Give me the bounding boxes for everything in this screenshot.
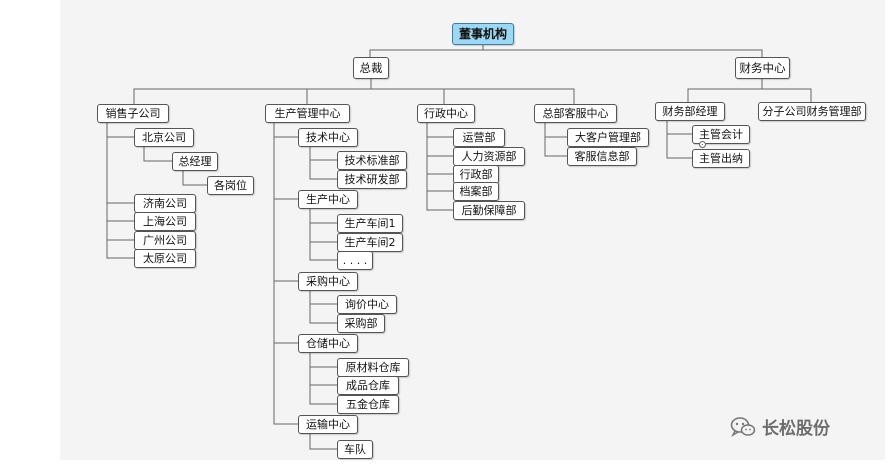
node-chief-accountant: 主管会计: [692, 125, 750, 144]
node-beijing-company: 北京公司: [134, 128, 194, 147]
node-production-management: 生产管理中心: [265, 104, 350, 123]
node-each-post: 各岗位: [207, 176, 254, 195]
node-purchase-dept: 采购部: [337, 314, 385, 333]
node-operations: 运营部: [453, 128, 505, 147]
watermark: 长松股份: [730, 414, 830, 439]
node-admin-dept: 行政部: [453, 165, 499, 184]
node-storage-center: 仓储中心: [298, 334, 358, 353]
node-human-resources: 人力资源部: [453, 147, 525, 166]
node-jinan-company: 济南公司: [134, 194, 196, 213]
node-finance-center: 财务中心: [735, 57, 790, 79]
wechat-logo-icon: [730, 416, 756, 437]
node-finished-goods-warehouse: 成品仓库: [337, 376, 399, 395]
node-workshop-1: 生产车间1: [337, 214, 403, 233]
node-finance-manager: 财务部经理: [655, 102, 725, 121]
node-guangzhou-company: 广州公司: [134, 231, 196, 250]
node-workshop-2: 生产车间2: [337, 233, 403, 252]
node-production-center: 生产中心: [298, 190, 358, 209]
node-sales-subsidiary: 销售子公司: [97, 104, 169, 123]
node-admin-center: 行政中心: [417, 104, 475, 123]
node-archives: 档案部: [453, 182, 499, 201]
collapse-marker-icon: [699, 141, 706, 148]
node-branch-finance: 分子公司财务管理部: [758, 102, 866, 121]
node-inquiry-center: 询价中心: [337, 295, 397, 314]
node-transport-center: 运输中心: [298, 415, 358, 434]
node-raw-material-warehouse: 原材料仓库: [337, 358, 409, 377]
node-taiyuan-company: 太原公司: [134, 249, 196, 268]
node-board: 董事机构: [452, 23, 514, 45]
node-fleet: 车队: [337, 440, 373, 459]
node-service-info: 客服信息部: [567, 147, 637, 166]
node-key-accounts: 大客户管理部: [567, 128, 649, 147]
node-tech-standards: 技术标准部: [337, 151, 407, 170]
node-general-manager: 总经理: [172, 152, 218, 171]
node-purchase-center: 采购中心: [298, 272, 358, 291]
node-tech-center: 技术中心: [298, 128, 358, 147]
watermark-text: 长松股份: [762, 419, 830, 439]
node-president: 总裁: [353, 57, 389, 79]
node-hq-customer-service: 总部客服中心: [534, 104, 617, 123]
node-ellipsis: . . . .: [337, 251, 373, 270]
node-logistics-support: 后勤保障部: [453, 201, 525, 220]
node-chief-cashier: 主管出纳: [692, 149, 750, 168]
node-hardware-warehouse: 五金仓库: [337, 395, 399, 414]
node-tech-rd: 技术研发部: [337, 170, 407, 189]
node-shanghai-company: 上海公司: [134, 212, 196, 231]
